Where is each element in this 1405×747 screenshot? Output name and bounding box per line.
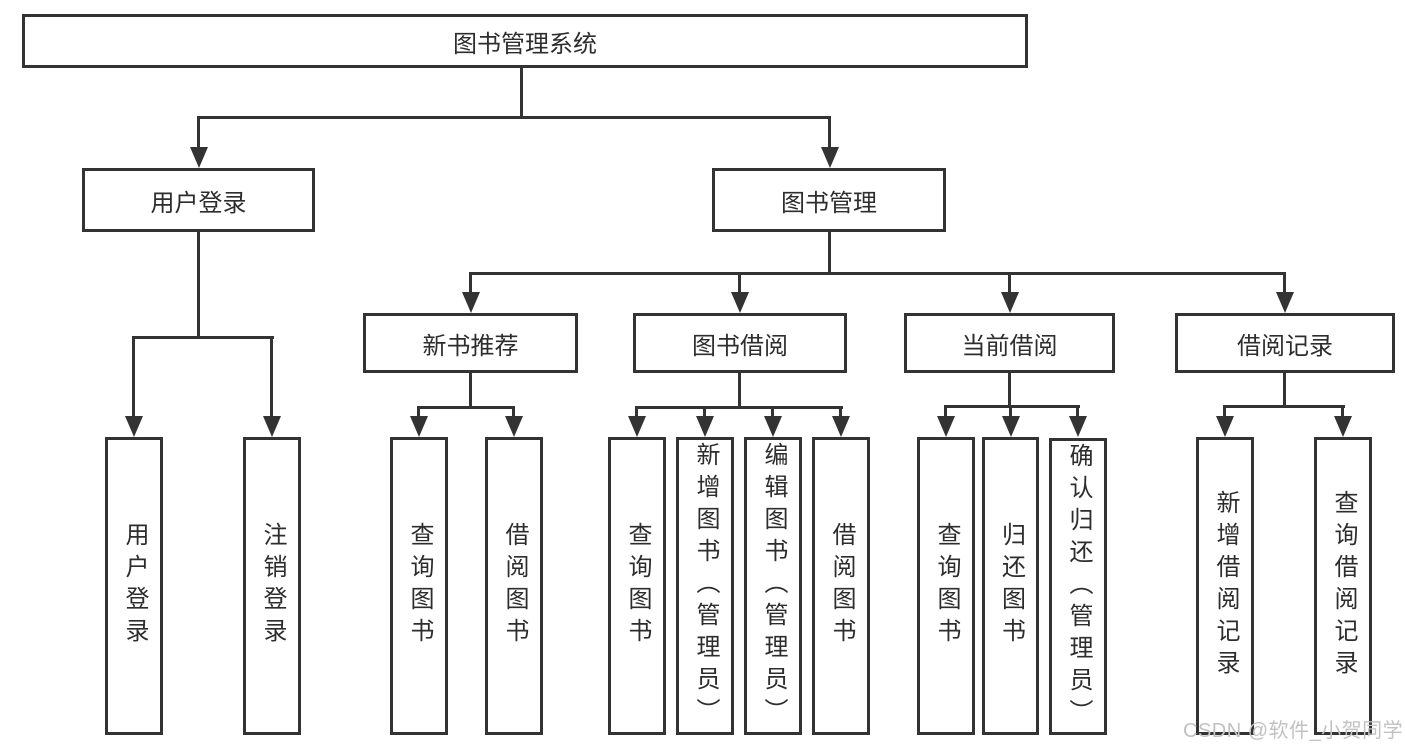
connector-line: [944, 405, 1080, 408]
arrow-down-icon: [462, 292, 480, 313]
node-new-book-recommend-label: 新书推荐: [422, 332, 519, 360]
leaf-current-return-books-label: 归还图书: [997, 522, 1025, 650]
connector-line: [1008, 272, 1011, 294]
node-book-borrow: 图书借阅: [633, 313, 847, 373]
connector-line: [738, 272, 741, 294]
node-root-library-system: 图书管理系统: [22, 14, 1028, 68]
leaf-recommend-query-books: 查询图书: [390, 437, 448, 735]
connector-line: [417, 406, 515, 409]
leaf-current-query-books: 查询图书: [917, 437, 975, 735]
leaf-borrow-query-books-label: 查询图书: [624, 522, 651, 650]
connector-line: [1076, 405, 1079, 418]
leaf-logout: 注销登录: [243, 437, 301, 735]
arrow-down-icon: [628, 416, 646, 437]
leaf-records-add-borrow-record: 新增借阅记录: [1196, 437, 1254, 735]
leaf-borrow-edit-books-admin: 编辑图书（管理员）: [744, 437, 802, 735]
connector-line: [512, 406, 515, 418]
connector-line: [703, 406, 706, 418]
connector-line: [635, 406, 843, 409]
arrow-down-icon: [1216, 416, 1234, 437]
arrow-down-icon: [1002, 416, 1020, 437]
connector-line: [1009, 405, 1012, 418]
leaf-recommend-query-books-label: 查询图书: [406, 522, 433, 650]
connector-line: [469, 373, 472, 409]
node-book-management: 图书管理: [712, 168, 946, 232]
leaf-current-query-books-label: 查询图书: [933, 522, 960, 650]
node-user-login-label: 用户登录: [150, 189, 247, 217]
leaf-recommend-borrow-books: 借阅图书: [485, 437, 543, 735]
connector-line: [469, 272, 472, 294]
node-new-book-recommend: 新书推荐: [363, 313, 578, 373]
connector-line: [197, 116, 831, 119]
node-user-login: 用户登录: [82, 168, 315, 232]
leaf-records-add-borrow-record-label: 新增借阅记录: [1212, 490, 1239, 682]
leaf-borrow-add-books-admin: 新增图书（管理员）: [676, 437, 734, 735]
watermark: CSDN @软件_小贺同学: [1183, 720, 1404, 742]
node-book-borrow-label: 图书借阅: [692, 332, 788, 360]
node-current-borrow: 当前借阅: [904, 313, 1115, 373]
connector-line: [1008, 373, 1011, 408]
leaf-logout-label: 注销登录: [259, 522, 286, 650]
arrow-down-icon: [1334, 416, 1352, 437]
leaf-current-confirm-return-admin-label: 确认归还（管理员）: [1065, 442, 1092, 731]
connector-line: [469, 272, 1286, 275]
connector-line: [133, 336, 274, 339]
arrow-down-icon: [937, 416, 955, 437]
connector-line: [270, 336, 273, 418]
arrow-down-icon: [731, 292, 749, 313]
connector-line: [1223, 405, 1345, 408]
leaf-current-return-books: 归还图书: [982, 437, 1039, 735]
node-borrow-records: 借阅记录: [1175, 313, 1395, 373]
leaf-user-login-label: 用户登录: [121, 522, 148, 650]
arrow-down-icon: [190, 147, 208, 168]
connector-line: [828, 116, 831, 149]
connector-line: [828, 232, 831, 275]
connector-line: [1283, 373, 1286, 408]
leaf-user-login: 用户登录: [105, 437, 163, 735]
connector-line: [1341, 405, 1344, 418]
connector-line: [1223, 405, 1226, 418]
connector-line: [197, 232, 200, 339]
arrow-down-icon: [125, 416, 143, 437]
connector-line: [132, 336, 135, 418]
arrow-down-icon: [821, 147, 839, 168]
arrow-down-icon: [1276, 292, 1294, 313]
leaf-borrow-add-books-admin-label: 新增图书（管理员）: [692, 442, 719, 730]
leaf-records-query-borrow-record: 查询借阅记录: [1314, 437, 1372, 735]
arrow-down-icon: [410, 416, 428, 437]
connector-line: [771, 406, 774, 418]
arrow-down-icon: [1001, 292, 1019, 313]
connector-line: [417, 406, 420, 418]
node-root-label: 图书管理系统: [453, 30, 597, 58]
connector-line: [1283, 272, 1286, 294]
connector-line: [635, 406, 638, 418]
node-borrow-records-label: 借阅记录: [1237, 332, 1333, 360]
connector-line: [944, 405, 947, 418]
node-current-borrow-label: 当前借阅: [961, 332, 1058, 360]
arrow-down-icon: [832, 416, 850, 437]
arrow-down-icon: [505, 416, 523, 437]
arrow-down-icon: [1069, 416, 1087, 437]
node-book-management-label: 图书管理: [781, 189, 877, 217]
arrow-down-icon: [263, 416, 281, 437]
leaf-recommend-borrow-books-label: 借阅图书: [501, 522, 528, 650]
leaf-borrow-borrow-books-label: 借阅图书: [828, 522, 855, 650]
connector-line: [839, 406, 842, 418]
arrow-down-icon: [696, 416, 714, 437]
leaf-borrow-borrow-books: 借阅图书: [812, 437, 870, 735]
arrow-down-icon: [764, 416, 782, 437]
connector-line: [520, 66, 523, 119]
leaf-records-query-borrow-record-label: 查询借阅记录: [1330, 490, 1357, 682]
leaf-borrow-edit-books-admin-label: 编辑图书（管理员）: [760, 442, 787, 730]
leaf-borrow-query-books: 查询图书: [608, 437, 666, 735]
connector-line: [738, 373, 741, 409]
connector-line: [197, 116, 200, 149]
leaf-current-confirm-return-admin: 确认归还（管理员）: [1049, 438, 1107, 735]
